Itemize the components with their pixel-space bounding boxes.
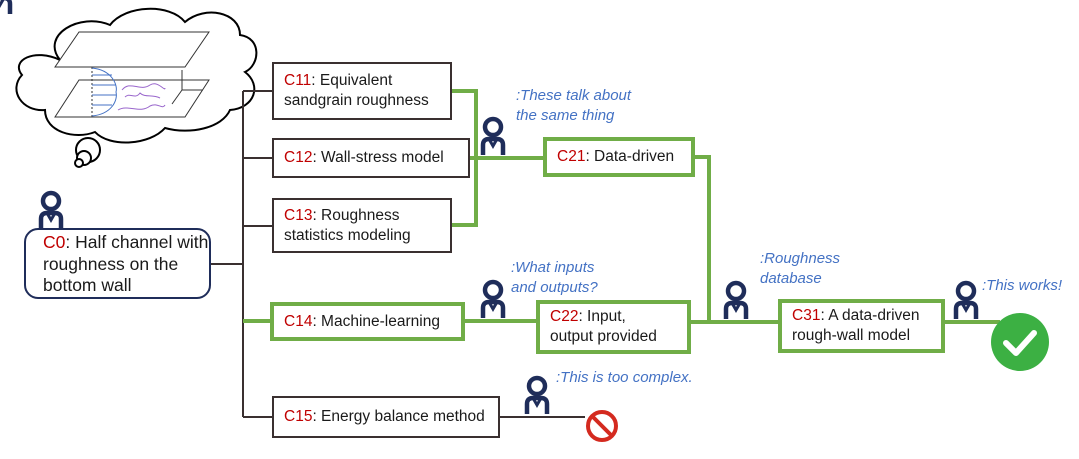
root-node-c0[interactable]: C0: Half channel with roughness on the b… [24, 228, 211, 299]
person-icon [0, 0, 13, 14]
node-text: : A data-driven rough-wall model [792, 307, 920, 344]
node-c21[interactable]: C21: Data-driven [543, 137, 695, 177]
node-text: : Equivalent sandgrain roughness [284, 72, 429, 109]
node-id: C22 [550, 308, 579, 325]
prohibited-icon [586, 410, 618, 442]
channel-sketch-icon [54, 31, 210, 118]
node-text: : Input, output provided [550, 308, 657, 345]
node-text: : Roughness statistics modeling [284, 206, 411, 244]
node-id: C12 [284, 149, 313, 166]
person-icon [483, 119, 503, 155]
comment-this-works: :This works! [982, 277, 1063, 294]
node-c22[interactable]: C22: Input, output provided [536, 300, 691, 354]
node-c14[interactable]: C14: Machine-learning [270, 302, 465, 341]
node-id: C13 [284, 206, 313, 224]
node-c31[interactable]: C31: A data-driven rough-wall model [778, 299, 945, 353]
node-text: : Wall-stress model [312, 149, 444, 166]
comment-inputs-outputs: :What inputs and outputs? [511, 259, 598, 296]
person-icon [41, 193, 61, 229]
check-circle-icon [991, 313, 1049, 371]
node-c11[interactable]: C11: Equivalent sandgrain roughness [272, 62, 452, 120]
node-id: C15 [284, 408, 313, 425]
node-c15[interactable]: C15: Energy balance method [272, 396, 500, 438]
person-icon [483, 282, 503, 318]
node-text: : Data-driven [585, 148, 675, 165]
person-icon [527, 378, 547, 414]
node-id: C11 [284, 72, 312, 89]
person-icon [726, 283, 746, 319]
node-id: C0 [43, 232, 66, 252]
node-text: : Half channel with roughness on the bot… [43, 232, 209, 295]
thought-cloud-icon [15, 7, 258, 168]
node-id: C21 [557, 148, 586, 165]
tree-connectors [211, 90, 585, 418]
node-text: : Energy balance method [312, 408, 485, 425]
node-c12[interactable]: C12: Wall-stress model [272, 138, 470, 178]
node-text: : Machine-learning [312, 312, 440, 330]
person-icon [956, 283, 976, 319]
comment-roughness-database: :Roughness database [760, 250, 841, 287]
node-id: C14 [284, 312, 313, 330]
node-c13[interactable]: C13: Roughness statistics modeling [272, 198, 452, 253]
comment-same-thing: :These talk about the same thing [516, 87, 632, 124]
node-id: C31 [792, 307, 821, 324]
comment-too-complex: :This is too complex. [556, 369, 693, 386]
